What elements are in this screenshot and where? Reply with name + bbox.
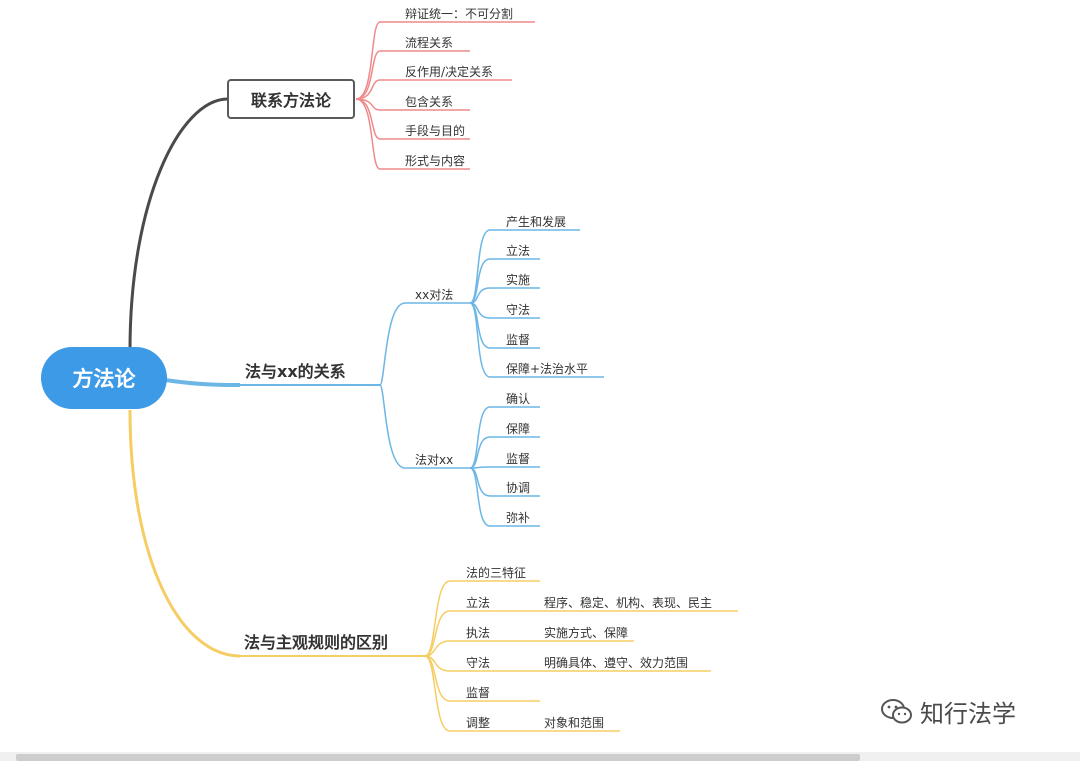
leaf-branch3-item[interactable]: 守法: [466, 656, 491, 670]
leaf-branch3-item[interactable]: 监督: [466, 686, 491, 700]
connector-branch2-group: [379, 384, 470, 469]
leaf-branch2-item[interactable]: 实施: [506, 273, 531, 287]
branch-node-law-vs-subjective-rules[interactable]: 法与主观规则的区别: [244, 633, 389, 652]
root-label: 方法论: [72, 367, 136, 391]
leaf-branch2-item[interactable]: 监督: [506, 333, 531, 347]
leaf-branch3-item[interactable]: 调整: [466, 716, 491, 730]
branch-label: 联系方法论: [250, 91, 331, 110]
leaf-branch2-item[interactable]: 立法: [506, 244, 531, 258]
group-branch2-0[interactable]: xx对法: [415, 288, 454, 302]
scrollbar-thumb[interactable]: [16, 754, 860, 761]
connector-branch1-item: [355, 21, 535, 100]
leaf-branch2-item[interactable]: 确认: [506, 392, 531, 406]
watermark-text: 知行法学: [920, 700, 1016, 728]
connector-root-branch3: [128, 409, 241, 658]
leaf-branch3-item[interactable]: 立法: [466, 596, 491, 610]
connector-branch2-item: [469, 466, 540, 469]
connector-branch3-item: [424, 580, 540, 657]
leaf-branch3-detail[interactable]: 实施方式、保障: [544, 626, 629, 640]
watermark: 知行法学: [880, 694, 1016, 729]
connector-branch2-item: [469, 436, 540, 469]
connector-branch1-item: [355, 98, 470, 170]
connector-branch2-item: [469, 302, 604, 378]
connector-branch2-item: [469, 229, 580, 304]
branch-node-law-relation[interactable]: 法与xx的关系: [245, 362, 346, 381]
connector-branch2-item: [469, 406, 540, 469]
wechat-icon: [881, 698, 912, 723]
leaf-branch3-detail[interactable]: 明确具体、遵守、效力范围: [544, 656, 689, 670]
leaf-branch2-item[interactable]: 弥补: [506, 511, 531, 525]
leaf-branch2-item[interactable]: 协调: [506, 481, 531, 495]
leaf-branch2-item[interactable]: 产生和发展: [506, 215, 567, 229]
leaf-branch3-item[interactable]: 法的三特征: [466, 566, 527, 580]
connector-branch2-item: [469, 258, 540, 304]
connector-root-branch2: [164, 378, 241, 387]
leaf-branch1-item[interactable]: 手段与目的: [405, 124, 466, 138]
horizontal-scrollbar[interactable]: [0, 752, 1080, 761]
leaf-branch3-detail[interactable]: 程序、稳定、机构、表现、民主: [544, 596, 713, 610]
leaf-branch2-item[interactable]: 守法: [506, 303, 531, 317]
leaf-branch1-item[interactable]: 形式与内容: [405, 154, 466, 168]
connector-branch1-item: [355, 98, 470, 140]
connector-branch2-item: [469, 287, 540, 304]
connector-branch3-item: [424, 640, 525, 657]
leaf-branch2-item[interactable]: 保障: [506, 422, 531, 436]
leaf-branch3-detail[interactable]: 对象和范围: [544, 716, 605, 730]
connector-branch1-item: [355, 79, 512, 100]
connector-branch3-item: [424, 610, 525, 657]
leaf-branch3-item[interactable]: 执法: [466, 626, 491, 640]
branch-node-linkage-method[interactable]: 联系方法论: [227, 79, 355, 119]
leaf-branch1-item[interactable]: 包含关系: [405, 95, 454, 109]
leaf-branch2-item[interactable]: 监督: [506, 452, 531, 466]
connector-branch2-item: [469, 467, 540, 527]
leaf-branch2-item[interactable]: 保障+法治水平: [506, 362, 589, 376]
connector-root-branch1: [128, 97, 228, 351]
leaf-branch1-item[interactable]: 辩证统一：不可分割: [405, 7, 514, 21]
connector-branch2-group: [379, 302, 470, 386]
root-node[interactable]: 方法论: [41, 347, 167, 409]
group-branch2-1[interactable]: 法对xx: [415, 453, 454, 467]
connector-branch3-item: [424, 655, 525, 732]
connector-branch1-item: [355, 50, 470, 100]
leaf-branch1-item[interactable]: 反作用/决定关系: [405, 65, 494, 79]
leaf-branch1-item[interactable]: 流程关系: [405, 36, 454, 50]
